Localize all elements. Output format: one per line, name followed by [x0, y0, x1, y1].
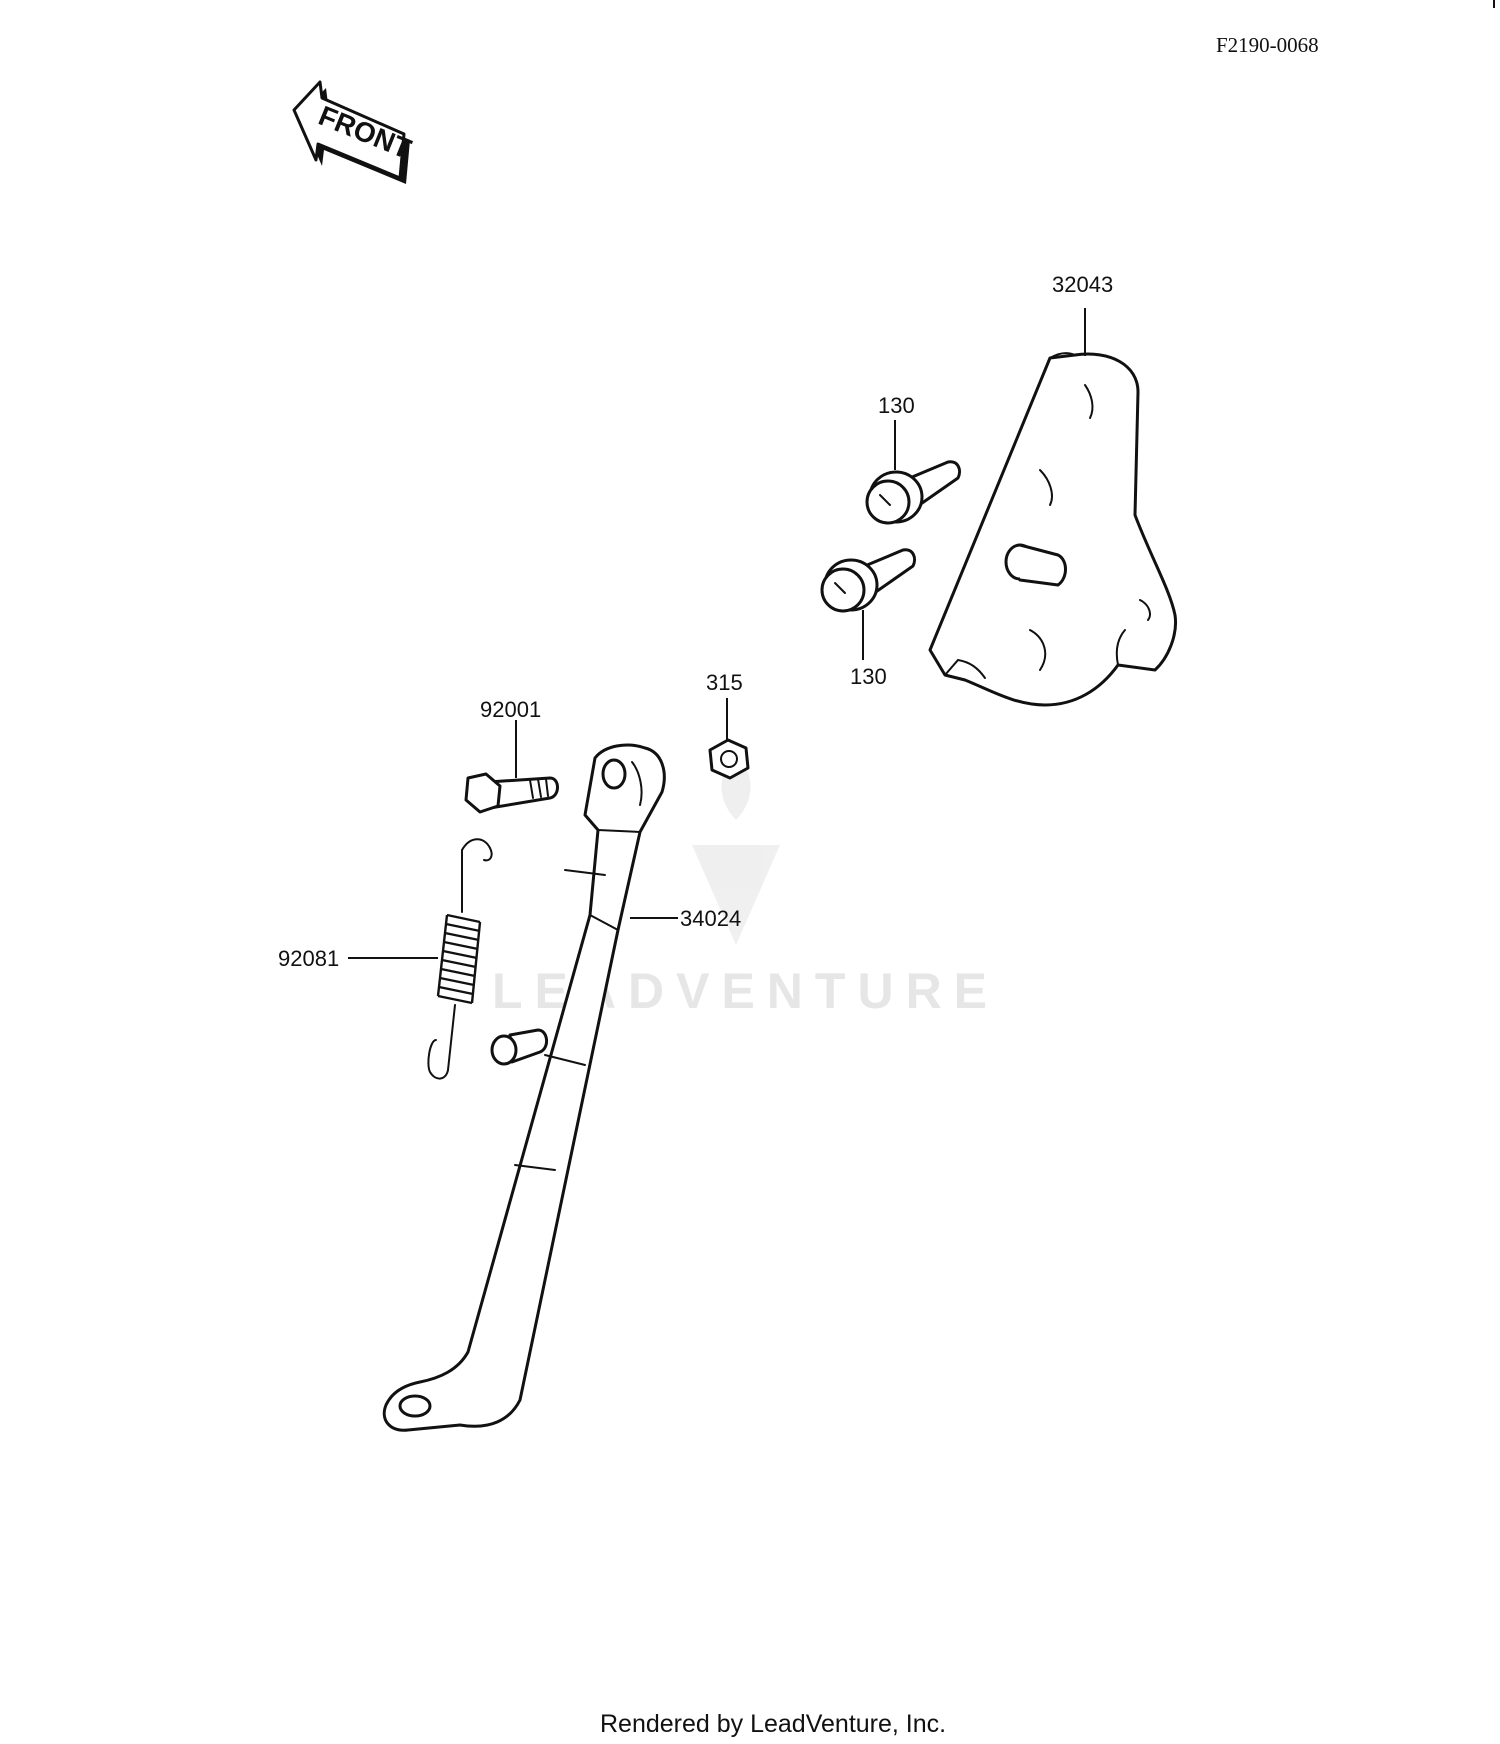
- diagram-code: F2190-0068: [1216, 33, 1319, 57]
- v-shape-icon: [692, 845, 780, 945]
- callout-92001: 92001: [480, 697, 541, 722]
- callout-130-upper: 130: [878, 393, 915, 418]
- pivot-bolt-part: [464, 772, 559, 814]
- bolt-lower-part: [820, 548, 917, 613]
- side-stand-part: [382, 743, 666, 1432]
- spring-part: [427, 838, 493, 1080]
- bracket-part: [928, 352, 1178, 707]
- callout-32043: 32043: [1052, 272, 1113, 297]
- callout-92081: 92081: [278, 946, 339, 971]
- callout-34024: 34024: [680, 906, 741, 931]
- footer-credit: Rendered by LeadVenture, Inc.: [600, 1710, 946, 1738]
- front-arrow: FRONT: [292, 80, 415, 184]
- callout-130-lower: 130: [850, 664, 887, 689]
- nut-part: [708, 738, 750, 780]
- bolt-upper-part: [865, 460, 962, 525]
- callout-315: 315: [706, 670, 743, 695]
